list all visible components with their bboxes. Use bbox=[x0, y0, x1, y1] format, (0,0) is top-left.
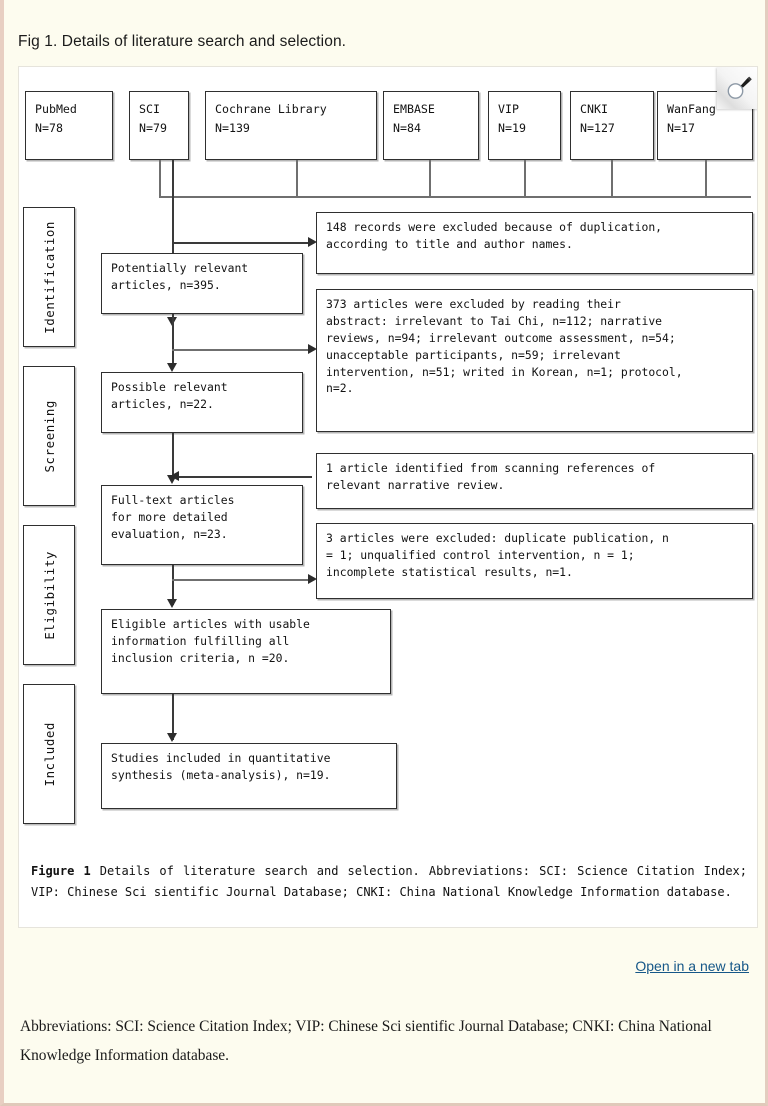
connector-vip-drop bbox=[524, 160, 526, 197]
source-box-cnki: CNKI N=127 bbox=[570, 91, 654, 160]
figure-legend-text: Details of literature search and selecti… bbox=[31, 864, 748, 899]
side-box-added-from-references: 1 article identified from scanning refer… bbox=[316, 453, 753, 509]
flow-box-potentially-relevant: Potentially relevant articles, n=395. bbox=[101, 253, 303, 314]
side-box-added-from-references-text: 1 article identified from scanning refer… bbox=[326, 461, 656, 492]
flow-box-eligible-articles-text: Eligible articles with usable informatio… bbox=[111, 617, 310, 665]
figure-container: PubMed N=78 SCI N=79 Cochrane Library N=… bbox=[18, 66, 758, 928]
flow-box-included-studies-text: Studies included in quantitative synthes… bbox=[111, 751, 331, 782]
source-box-wanfang-text: WanFang bbox=[667, 102, 716, 116]
figure-legend: Figure 1 Details of literature search an… bbox=[31, 861, 747, 902]
source-box-vip: VIP N=19 bbox=[488, 91, 561, 160]
source-box-sci: SCI N=79 bbox=[129, 91, 189, 160]
source-box-sci-text: SCI bbox=[139, 102, 160, 116]
source-box-embase-count: N=84 bbox=[393, 121, 421, 136]
phase-label-included: Included bbox=[23, 684, 75, 824]
arrow-to-eligible-articles bbox=[167, 599, 177, 608]
arrow-to-excluded-fulltext bbox=[308, 574, 317, 584]
flow-box-included-studies: Studies included in quantitative synthes… bbox=[101, 743, 397, 809]
phase-label-screening: Screening bbox=[23, 366, 75, 506]
connector-wanfang-drop bbox=[705, 160, 707, 197]
connector-source-bus bbox=[159, 196, 751, 198]
connector-cochrane-drop bbox=[296, 160, 298, 197]
source-box-pubmed-count: N=78 bbox=[35, 121, 63, 136]
arrow-to-possible-relevant bbox=[167, 363, 177, 372]
connector-to-excluded-duplication bbox=[172, 242, 310, 244]
arrow-from-references-into-trunk bbox=[170, 471, 179, 481]
connector-embase-drop bbox=[429, 160, 431, 197]
arrow-to-excluded-abstract bbox=[308, 344, 317, 354]
prisma-flow-diagram: PubMed N=78 SCI N=79 Cochrane Library N=… bbox=[19, 67, 757, 927]
source-box-pubmed-text: PubMed bbox=[35, 102, 77, 116]
connector-from-references bbox=[179, 476, 312, 478]
connector-main-trunk-top bbox=[172, 160, 174, 322]
source-box-embase-text: EMBASE bbox=[393, 102, 435, 116]
arrow-to-excluded-duplication bbox=[308, 237, 317, 247]
connector-to-excluded-fulltext bbox=[172, 579, 310, 581]
magnifier-zoom-icon[interactable] bbox=[717, 67, 757, 109]
connector-possible-to-fulltext bbox=[172, 433, 174, 480]
magnifier-glyph bbox=[727, 76, 752, 99]
side-box-excluded-fulltext-text: 3 articles were excluded: duplicate publ… bbox=[326, 531, 669, 579]
source-box-cochrane-library-text: Cochrane Library bbox=[215, 102, 327, 116]
connector-cnki-drop bbox=[611, 160, 613, 197]
flow-box-eligible-articles: Eligible articles with usable informatio… bbox=[101, 609, 391, 694]
source-box-embase: EMBASE N=84 bbox=[383, 91, 479, 160]
flow-box-full-text: Full-text articles for more detailed eva… bbox=[101, 485, 303, 565]
flow-box-possible-relevant-text: Possible relevant articles, n=22. bbox=[111, 380, 228, 411]
source-box-pubmed: PubMed N=78 bbox=[25, 91, 113, 160]
connector-sci-drop bbox=[159, 160, 161, 197]
side-box-excluded-duplication-text: 148 records were excluded because of dup… bbox=[326, 220, 663, 251]
side-box-excluded-abstract-text: 373 articles were excluded by reading th… bbox=[326, 297, 683, 396]
connector-potentially-to-possible bbox=[172, 314, 174, 367]
source-box-sci-count: N=79 bbox=[139, 121, 167, 136]
source-box-vip-count: N=19 bbox=[498, 121, 526, 136]
connector-fulltext-to-eligible bbox=[172, 565, 174, 605]
page-title: Fig 1. Details of literature search and … bbox=[18, 33, 347, 50]
arrow-to-included-studies bbox=[167, 733, 177, 742]
source-box-wanfang-count: N=17 bbox=[667, 121, 695, 136]
source-box-cochrane-library: Cochrane Library N=139 bbox=[205, 91, 377, 160]
abbreviations-paragraph: Abbreviations: SCI: Science Citation Ind… bbox=[20, 1018, 712, 1064]
open-in-new-tab-link[interactable]: Open in a new tab bbox=[635, 958, 749, 974]
source-box-cnki-text: CNKI bbox=[580, 102, 608, 116]
flow-box-potentially-relevant-text: Potentially relevant articles, n=395. bbox=[111, 261, 249, 292]
phase-label-identification: Identification bbox=[23, 207, 75, 347]
phase-label-eligibility: Eligibility bbox=[23, 525, 75, 665]
figure-legend-label: Figure 1 bbox=[31, 864, 91, 878]
side-box-excluded-fulltext: 3 articles were excluded: duplicate publ… bbox=[316, 523, 753, 599]
side-box-excluded-duplication: 148 records were excluded because of dup… bbox=[316, 212, 753, 274]
side-box-excluded-abstract: 373 articles were excluded by reading th… bbox=[316, 289, 753, 432]
source-box-cochrane-library-count: N=139 bbox=[215, 121, 250, 136]
source-box-vip-text: VIP bbox=[498, 102, 519, 116]
flow-box-full-text-text: Full-text articles for more detailed eva… bbox=[111, 493, 235, 541]
source-box-cnki-count: N=127 bbox=[580, 121, 615, 136]
flow-box-possible-relevant: Possible relevant articles, n=22. bbox=[101, 372, 303, 433]
connector-eligible-to-included bbox=[172, 694, 174, 740]
connector-to-excluded-abstract bbox=[172, 349, 310, 351]
